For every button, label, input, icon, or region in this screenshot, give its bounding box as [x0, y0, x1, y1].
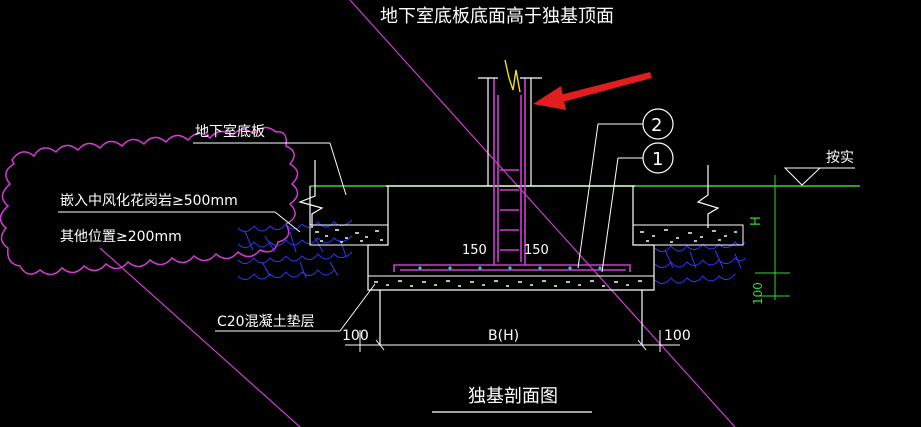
red-arrow-icon — [533, 72, 652, 110]
slab-bed-right — [632, 224, 744, 246]
footing — [393, 78, 631, 272]
basement-slab-label: 地下室底板 — [195, 123, 265, 140]
rebar-dots — [418, 266, 602, 270]
dim-100-label: 100 — [751, 282, 765, 305]
dim-left-100: 100 — [342, 328, 369, 344]
column-outline — [478, 77, 542, 186]
compacted-symbol — [783, 167, 822, 186]
note-line-1: 嵌入中风化花岗岩≥500mm — [60, 193, 238, 209]
soil-hatch-left — [237, 219, 353, 280]
column-break — [504, 59, 521, 93]
revision-cloud — [0, 126, 299, 276]
soil-hatch-right — [654, 241, 746, 284]
callout-1-circle — [642, 142, 674, 174]
callout-1-leader-diag — [601, 157, 619, 273]
cushion-layer — [367, 275, 655, 291]
dim-width: B(H) — [488, 328, 519, 344]
note-line-2: 其他位置≥200mm — [60, 229, 182, 245]
callout-1-label: 1 — [652, 149, 663, 170]
pit-outline — [309, 185, 655, 345]
drawing-title: 独基剖面图 — [468, 386, 558, 407]
slab-label-leader — [329, 142, 347, 196]
magenta-diagonal-2 — [99, 247, 301, 427]
cover-right-label: 150 — [524, 243, 549, 258]
break-marks — [298, 160, 720, 228]
callout-2-label: 2 — [651, 115, 662, 136]
cover-left-label: 150 — [462, 243, 487, 258]
callout-2-leader-diag — [577, 123, 599, 269]
top-title: 地下室底板底面高于独基顶面 — [380, 6, 614, 27]
note-leader — [274, 211, 301, 233]
dim-h-label: H — [749, 216, 764, 226]
slab-bed-left — [309, 224, 389, 246]
cushion-label: C20混凝土垫层 — [217, 314, 315, 330]
callout-2-circle — [642, 108, 674, 140]
bottom-dimension — [345, 330, 680, 352]
magenta-diagonal-1 — [349, 0, 736, 427]
dim-right-100: 100 — [664, 328, 691, 344]
compacted-label: 按实 — [826, 150, 854, 166]
cushion-leader — [339, 283, 376, 332]
